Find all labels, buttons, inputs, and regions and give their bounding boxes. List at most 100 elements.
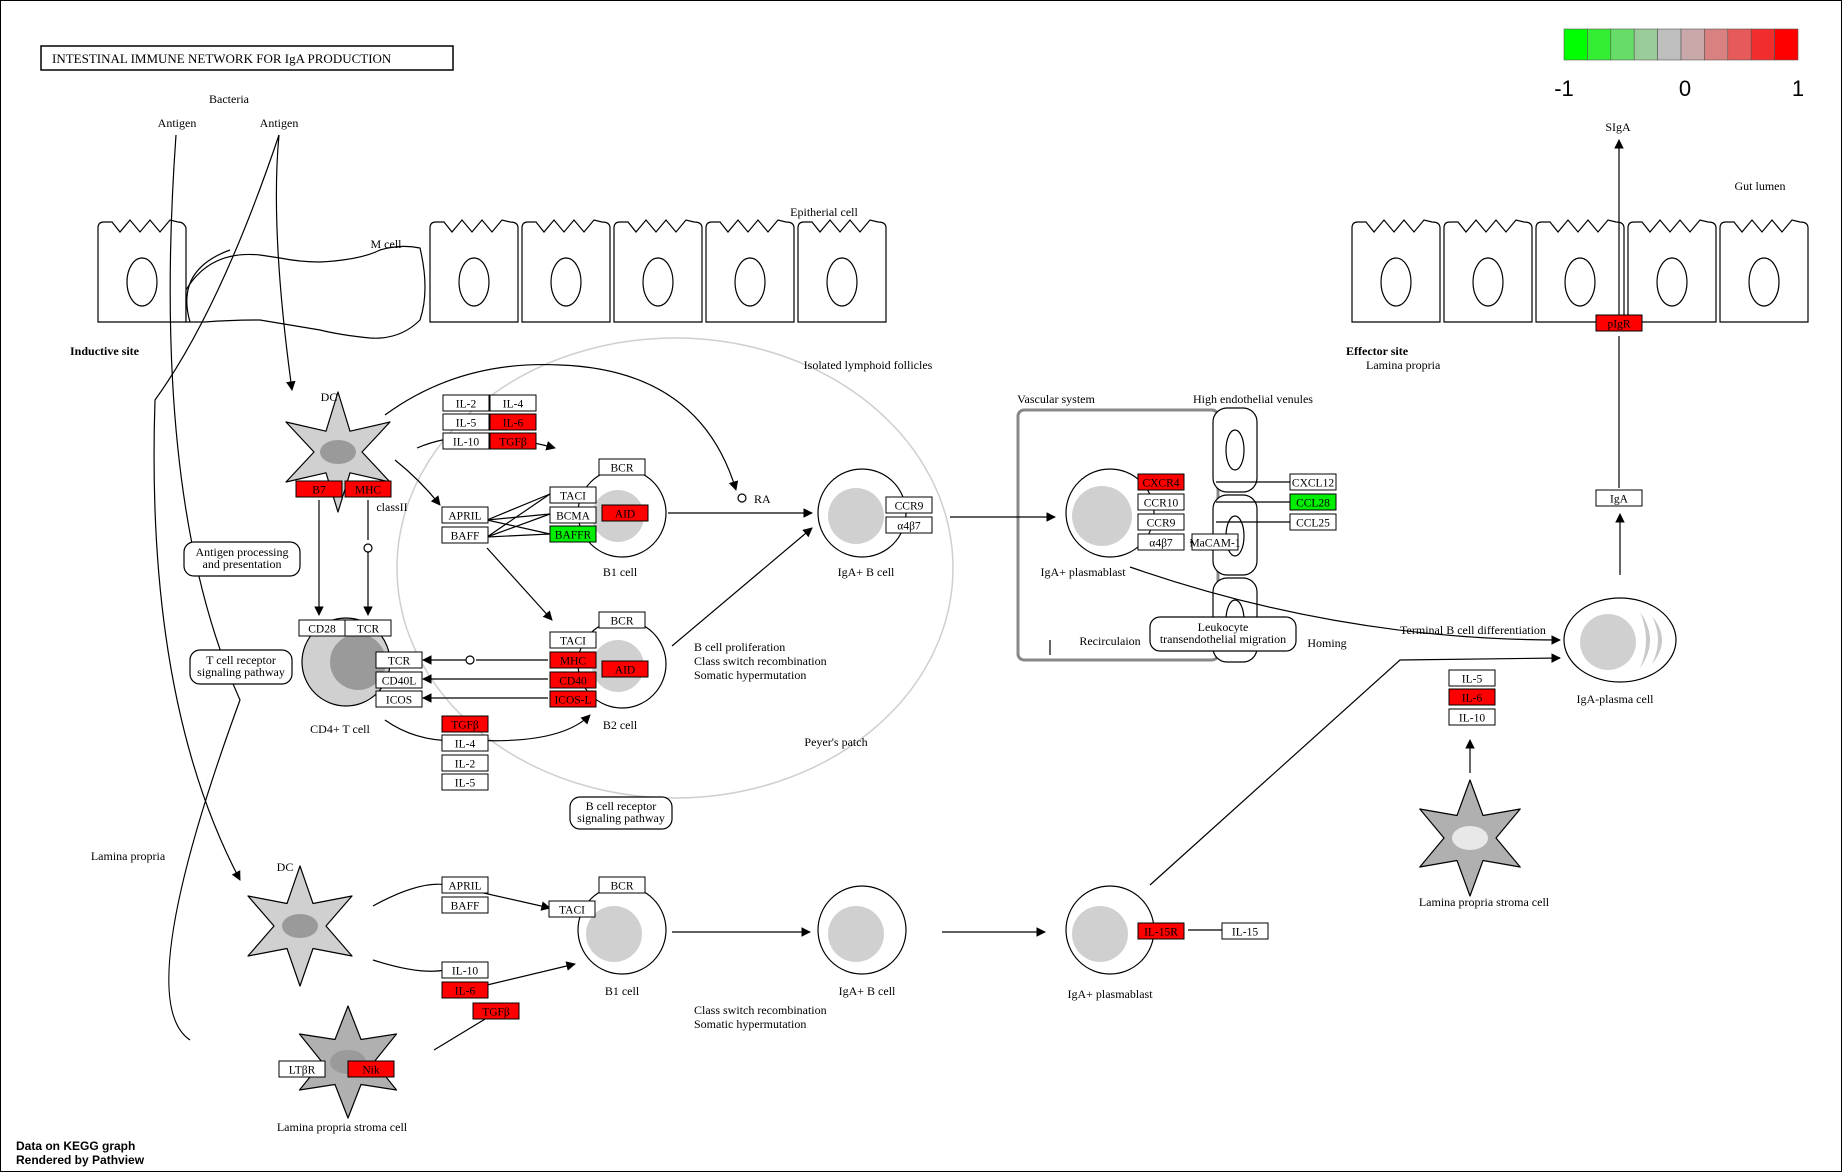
gene-bcr[interactable]: BCR <box>598 876 646 894</box>
gene-tgfb[interactable]: TGFβ <box>489 432 537 450</box>
gene-april[interactable]: APRIL <box>441 876 489 894</box>
cd4-t-cell <box>301 617 391 707</box>
tcr-signaling-link[interactable] <box>189 649 293 685</box>
gene-taci[interactable]: TACI <box>549 486 597 504</box>
gene-a4b7[interactable]: α4β7 <box>885 516 933 534</box>
gene-il4[interactable]: IL-4 <box>489 394 537 412</box>
leukocyte-label: Leukocyte <box>1198 620 1249 634</box>
cd4-t-cell-label: CD4+ T cell <box>310 722 370 736</box>
gene-label: APRIL <box>448 881 481 893</box>
gene-iga[interactable]: IgA <box>1595 489 1643 507</box>
gene-madcam1[interactable]: MaCAM-1 <box>1189 533 1241 551</box>
gene-label: AID <box>615 665 635 677</box>
gene-label: Nik <box>362 1065 380 1077</box>
gene-mhc[interactable]: MHC <box>344 480 392 498</box>
gene-bcr[interactable]: BCR <box>598 611 646 629</box>
dc-label-bottom: DC <box>277 860 294 874</box>
iga-plasmablast-label-bottom: IgA+ plasmablast <box>1067 987 1153 1001</box>
page-title: INTESTINAL IMMUNE NETWORK FOR IgA PRODUC… <box>52 51 392 66</box>
gene-bcr[interactable]: BCR <box>598 458 646 476</box>
gene-label: IL-10 <box>452 966 478 978</box>
follicle-outline <box>396 337 954 799</box>
gene-label: TGFβ <box>451 720 479 732</box>
gene-tcr[interactable]: TCR <box>344 619 392 637</box>
gene-b7[interactable]: B7 <box>295 480 343 498</box>
gene-il5[interactable]: IL-5 <box>441 773 489 791</box>
leukocyte-migration-link[interactable] <box>1149 616 1297 652</box>
gene-label: IL-15R <box>1144 927 1178 939</box>
gene-label: CCR9 <box>1147 518 1176 530</box>
gene-icosl[interactable]: ICOS-L <box>549 690 597 708</box>
legend-swatch <box>1704 28 1729 61</box>
gene-il5[interactable]: IL-5 <box>1448 669 1496 687</box>
gene-il10[interactable]: IL-10 <box>1448 708 1496 726</box>
antigen-label-2: Antigen <box>260 116 299 130</box>
gene-label: BCMA <box>556 511 591 523</box>
gene-il10[interactable]: IL-10 <box>442 432 490 450</box>
gene-ccr10[interactable]: CCR10 <box>1137 493 1185 511</box>
gene-il4[interactable]: IL-4 <box>441 734 489 752</box>
gene-il5[interactable]: IL-5 <box>442 413 490 431</box>
gene-icos[interactable]: ICOS <box>375 690 423 708</box>
class-ii-label: classII <box>376 500 407 514</box>
gene-il6[interactable]: IL-6 <box>489 413 537 431</box>
gene-pigr[interactable]: pIgR <box>1595 314 1643 332</box>
terminal-diff-label: Terminal B cell differentiation <box>1400 623 1546 637</box>
epithelial-cell-label: Epitherial cell <box>790 205 858 219</box>
gene-cd40l[interactable]: CD40L <box>375 671 423 689</box>
gene-baff[interactable]: BAFF <box>441 526 489 544</box>
gene-a4b7[interactable]: α4β7 <box>1137 533 1185 551</box>
b1-cell-label-bottom: B1 cell <box>605 984 640 998</box>
gene-label: LTβR <box>289 1065 316 1077</box>
gene-april[interactable]: APRIL <box>441 506 489 524</box>
gene-cd40[interactable]: CD40 <box>549 671 597 689</box>
gene-il6[interactable]: IL-6 <box>441 981 489 999</box>
gene-il15r[interactable]: IL-15R <box>1137 922 1185 940</box>
gene-tgfb[interactable]: TGFβ <box>441 715 489 733</box>
gene-ltbr[interactable]: LTβR <box>278 1060 326 1078</box>
dc-label-top: DC <box>321 390 338 404</box>
gene-label: BCR <box>610 881 633 893</box>
gene-aid[interactable]: AID <box>601 504 649 522</box>
gene-ccl25[interactable]: CCL25 <box>1289 513 1337 531</box>
antigen-processing-link[interactable] <box>183 541 301 577</box>
legend-swatch <box>1587 28 1612 61</box>
gene-taci[interactable]: TACI <box>549 631 597 649</box>
gene-label: IL-10 <box>453 437 479 449</box>
tcr-pathway-label: T cell receptor <box>206 653 276 667</box>
gene-il10[interactable]: IL-10 <box>441 961 489 979</box>
gene-ccr9[interactable]: CCR9 <box>1137 513 1185 531</box>
hev-label: High endothelial venules <box>1193 392 1313 406</box>
b2-cell-label: B2 cell <box>603 718 638 732</box>
bcr-signaling-link[interactable] <box>569 796 673 830</box>
isolated-follicles-label: Isolated lymphoid follicles <box>804 358 933 372</box>
gene-il15[interactable]: IL-15 <box>1221 922 1269 940</box>
gene-mhc[interactable]: MHC <box>549 651 597 669</box>
gene-tcr[interactable]: TCR <box>375 651 423 669</box>
gene-bcma[interactable]: BCMA <box>549 506 597 524</box>
gene-baffr[interactable]: BAFFR <box>549 525 597 543</box>
class-switch-label-2: Somatic hypermutation <box>694 1017 806 1031</box>
pathway-links: Antigen processing and presentation T ce… <box>183 541 1297 830</box>
vascular-system-label: Vascular system <box>1017 392 1095 406</box>
legend-swatch <box>1750 28 1775 61</box>
gene-label: BAFFR <box>555 530 592 542</box>
gene-taci[interactable]: TACI <box>548 900 596 918</box>
gene-ccr9[interactable]: CCR9 <box>885 496 933 514</box>
b-prolif-label-3: Somatic hypermutation <box>694 668 806 682</box>
gene-label: IL-2 <box>455 759 476 771</box>
gene-cxcl12[interactable]: CXCL12 <box>1289 473 1337 491</box>
gene-baff[interactable]: BAFF <box>441 896 489 914</box>
leukocyte-label-2: transendothelial migration <box>1160 632 1286 646</box>
gene-il6[interactable]: IL-6 <box>1448 688 1496 706</box>
gene-cxcr4[interactable]: CXCR4 <box>1137 473 1185 491</box>
gene-label: MHC <box>560 656 587 668</box>
legend-min-label: -1 <box>1554 76 1574 101</box>
gene-ccl28[interactable]: CCL28 <box>1289 493 1337 511</box>
gene-tgfb_e[interactable]: TGFβ <box>472 1002 520 1020</box>
gene-il2[interactable]: IL-2 <box>442 394 490 412</box>
gene-cd28[interactable]: CD28 <box>298 619 346 637</box>
gene-il2[interactable]: IL-2 <box>441 754 489 772</box>
gene-aid[interactable]: AID <box>601 660 649 678</box>
gene-nik[interactable]: Nik <box>347 1060 395 1078</box>
